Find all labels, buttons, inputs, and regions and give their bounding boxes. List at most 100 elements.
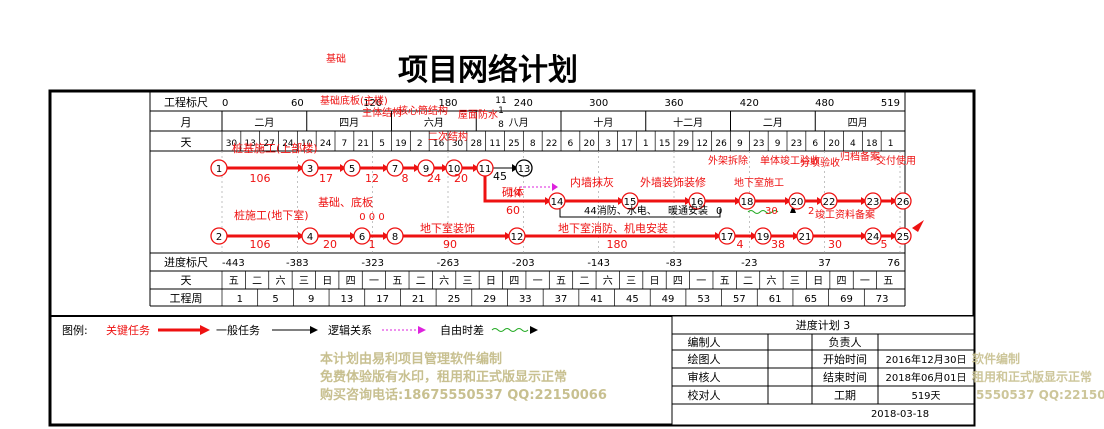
node-20 (788, 192, 806, 210)
month-cell-3: 六月 (424, 117, 444, 129)
node-label-9: 9 (423, 164, 429, 175)
task-masonry-num: 14 (508, 188, 521, 199)
node-label-24: 24 (867, 232, 880, 243)
task-delivery: 交付使用 (876, 154, 916, 167)
info-reviewer: 审核人 (688, 370, 721, 384)
day-cell-27: 26 (715, 139, 727, 149)
legend-critical-label: 关键任务 (106, 323, 150, 337)
day-cell-15: 11 (489, 139, 500, 149)
task-scaffold: 外架拆除 (708, 154, 748, 167)
node-8 (386, 227, 404, 245)
day-cell-17: 8 (530, 139, 536, 149)
node-label-22: 22 (823, 197, 836, 208)
node-2 (210, 227, 228, 245)
task-basement-mep: 地下室消防、机电安装 (558, 221, 668, 235)
node-17 (718, 227, 736, 245)
task-basement-deco-dur: 90 (443, 238, 457, 251)
node-label-3: 3 (307, 164, 313, 175)
node-4 (301, 227, 319, 245)
task-pile-main: 桩基施工(上部楼) (232, 141, 318, 155)
week-cell-18: 69 (840, 294, 853, 305)
day-cell-19: 6 (568, 139, 574, 149)
task-acceptance-dur: 30 (765, 206, 778, 217)
month-cell-6: 十二月 (673, 116, 703, 129)
node-22 (820, 192, 838, 210)
day-cell-35: 18 (866, 139, 878, 149)
week-cell-1: 1 (237, 294, 243, 305)
weekday-cell-4: 三 (299, 276, 309, 287)
weekday-cell-7: 一 (369, 276, 379, 287)
node-13 (515, 159, 533, 177)
work-tick-2: 60 (291, 98, 304, 109)
work-tick-4: 180 (438, 98, 457, 109)
node-11 (476, 159, 494, 177)
day-cell-18: 22 (546, 139, 557, 149)
node-label-2: 2 (216, 232, 222, 243)
info-finish: 结束时间 (823, 371, 867, 384)
weekday-cell-23: 二 (743, 276, 753, 287)
legend-critical-arrow (200, 325, 210, 335)
node-9 (417, 159, 435, 177)
weekday-cell-14: 一 (533, 276, 543, 287)
day-cell-31: 23 (791, 139, 802, 149)
weekday-cell-11: 三 (462, 276, 472, 287)
weekday-cell-21: 一 (696, 276, 706, 287)
watermark-right-1: 软件编制 (972, 351, 1020, 366)
task-roof-dur: 20 (454, 172, 468, 185)
legend-float-arrow (530, 326, 538, 334)
month-cell-7: 二月 (763, 117, 783, 129)
progress-tick-9: 37 (818, 258, 831, 269)
day-cell-14: 28 (471, 139, 483, 149)
progress-tick-6: -143 (587, 258, 610, 269)
weekday-cell-24: 六 (766, 275, 776, 287)
node-7 (386, 159, 404, 177)
weekday-cell-22: 五 (720, 276, 730, 287)
watermark-line-3: 购买咨询电话:18675550537 QQ:22150066 (320, 387, 607, 403)
info-table: 进度计划 3 编制人 负责人 绘图人 开始时间 2016年12月30日 审核人 … (671, 315, 975, 426)
work-tick-8: 420 (740, 98, 759, 109)
task-core: 核心筒结构 (398, 104, 448, 117)
progress-tick-5: -203 (512, 258, 535, 269)
work-mark-2: 1 (498, 106, 504, 116)
watermark: 本计划由易利项目管理软件编制 免费体验版有水印，租用和正式版显示正常 购买咨询电… (320, 351, 607, 403)
node-label-26: 26 (897, 197, 910, 208)
week-cell-2: 5 (272, 294, 278, 305)
month-row: 二月四月六月八月十月十二月二月四月 (221, 111, 868, 131)
task-masonry-dur: 60 (506, 204, 520, 217)
legend: 图例: 关键任务 一般任务 逻辑关系 自由时差 (62, 323, 538, 337)
work-tick-10: 519 (881, 98, 900, 109)
task-acceptance: 单体竣工验收 (760, 154, 820, 167)
weekday-cell-25: 三 (790, 276, 800, 287)
day-cell-34: 4 (850, 139, 856, 149)
weekday-row: 五二六三日四一五二六三日四一五二六三日四一五二六三日四一五 (221, 271, 893, 289)
weekday-cell-26: 日 (813, 276, 823, 287)
task-pile-main-dur: 106 (250, 172, 271, 185)
task-structure: 主体结构 (362, 106, 402, 119)
legend-normal-label: 一般任务 (216, 324, 260, 337)
node-14 (548, 192, 566, 210)
task-sub-accept-dur: 2 (808, 206, 814, 217)
node-19 (754, 227, 772, 245)
node-label-18: 18 (741, 197, 754, 208)
watermark-line-1: 本计划由易利项目管理软件编制 (320, 351, 502, 367)
outer-frame (48, 89, 976, 427)
task-core-dur: 8 (402, 172, 409, 185)
week-cell-7: 25 (448, 294, 461, 305)
info-date: 2018-03-18 (871, 409, 929, 420)
legend-logic-arrow (418, 326, 426, 334)
legend-float-label: 自由时差 (440, 323, 484, 337)
node-6 (353, 227, 371, 245)
legend-float-line (491, 328, 529, 332)
day-cell-4: 24 (282, 139, 294, 149)
task-basement-deco: 地下室装饰 (420, 221, 475, 235)
work-tick-6: 300 (589, 98, 608, 109)
info-duration-value: 519天 (911, 391, 940, 402)
node-5 (343, 159, 361, 177)
node-label-10: 10 (448, 164, 461, 175)
week-cell-10: 37 (555, 294, 568, 305)
month-cell-5: 十月 (593, 116, 613, 129)
info-checker: 校对人 (688, 388, 721, 402)
watermark-right: 软件编制 租用和正式版显示正常 5550537 QQ:22150066 (972, 351, 1104, 402)
weekday-cell-8: 五 (392, 276, 402, 287)
